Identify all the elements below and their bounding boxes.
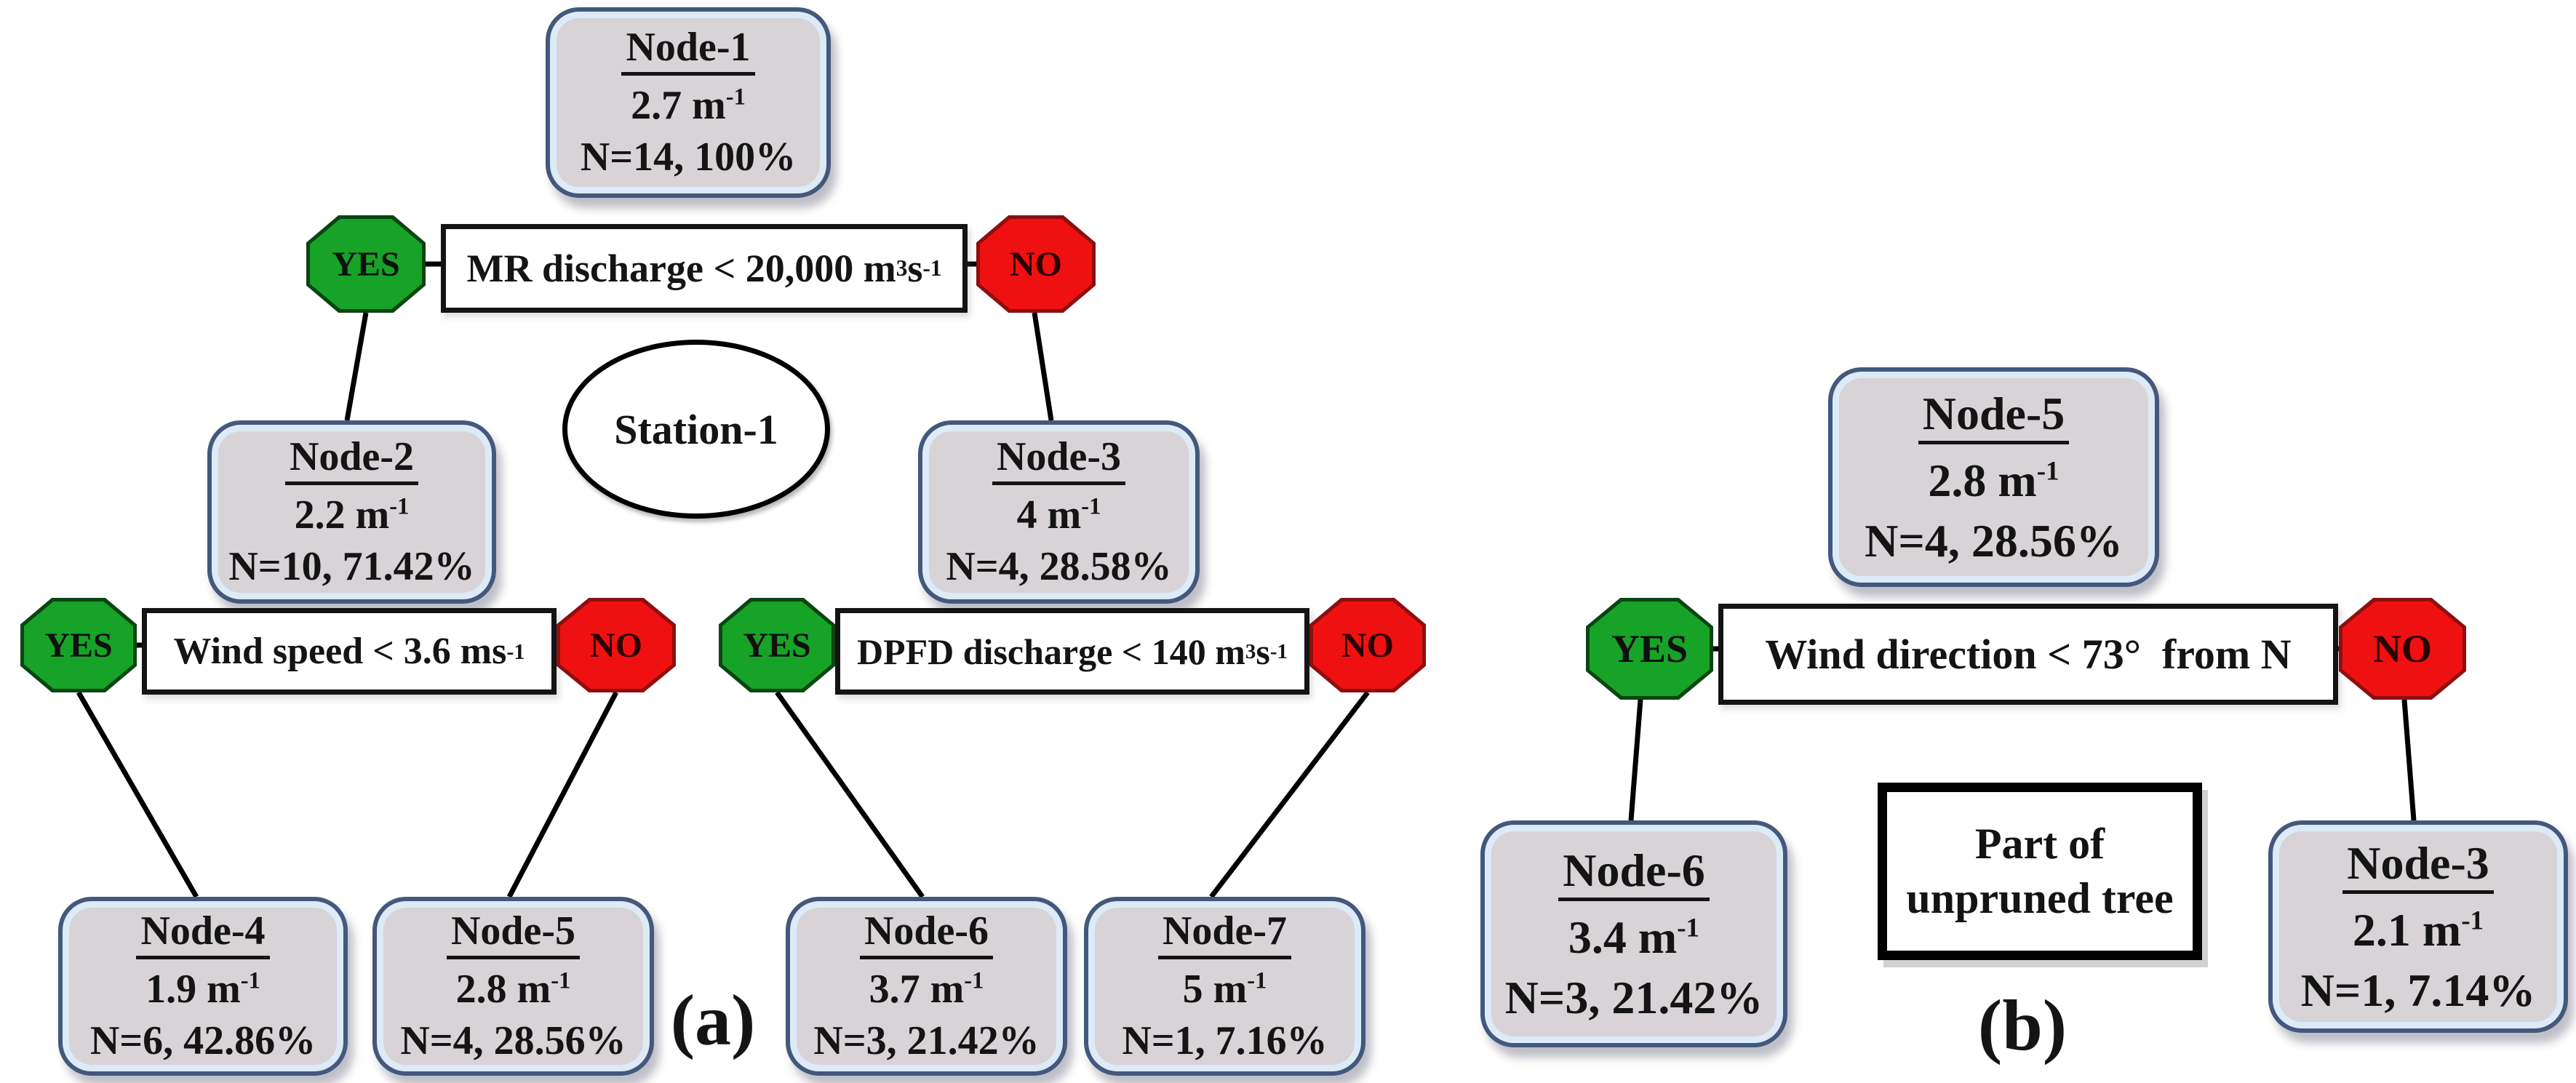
- node-value: 3.4 m-1: [1568, 911, 1700, 963]
- node-title: Node-3: [992, 436, 1126, 486]
- tree-a-node-6: Node-6 3.7 m-1 N=3, 21.42%: [786, 897, 1067, 1076]
- node-count: N=4, 28.56%: [1865, 515, 2123, 567]
- node-count: N=3, 21.42%: [1504, 972, 1763, 1024]
- condition-text: s: [1256, 631, 1270, 672]
- tree-a-node-1: Node-1 2.7 m-1 N=14, 100%: [546, 7, 831, 198]
- tree-a-node-4: Node-4 1.9 m-1 N=6, 42.86%: [58, 897, 348, 1076]
- tree-b-node-5: Node-5 2.8 m-1 N=4, 28.56%: [1828, 367, 2159, 587]
- yes-label: YES: [310, 219, 422, 309]
- yes-octagon: YES: [719, 598, 835, 692]
- yes-label: YES: [1590, 602, 1710, 696]
- node-value: 2.8 m-1: [455, 967, 571, 1012]
- no-label: NO: [560, 602, 672, 689]
- node-count: N=6, 42.86%: [89, 1018, 316, 1063]
- superscript: -1: [725, 84, 746, 111]
- node-title: Node-6: [859, 910, 994, 960]
- node-count: N=1, 7.14%: [2300, 964, 2536, 1017]
- node-value: 2.2 m-1: [294, 492, 410, 538]
- superscript: -1: [964, 967, 984, 994]
- superscript: -1: [2461, 906, 2484, 936]
- condition-text: Wind direction < 73° from N: [1765, 631, 2292, 678]
- condition-text: Wind speed < 3.6 ms: [173, 631, 507, 672]
- node-value: 4 m-1: [1016, 492, 1101, 538]
- no-octagon: NO: [1309, 598, 1426, 692]
- condition-wind-direction: Wind direction < 73° from N: [1718, 604, 2338, 705]
- unpruned-tree-note: Part of unpruned tree: [1878, 783, 2202, 960]
- yes-octagon: YES: [20, 598, 137, 692]
- superscript: -1: [1247, 967, 1267, 994]
- node-title: Node-5: [446, 910, 581, 960]
- no-octagon: NO: [557, 598, 676, 692]
- no-label: NO: [1313, 602, 1422, 689]
- node-title: Node-1: [621, 26, 755, 76]
- node-value: 5 m-1: [1182, 967, 1267, 1012]
- node-title: Node-2: [284, 436, 419, 486]
- node-value: 2.1 m-1: [2352, 903, 2484, 956]
- condition-text: MR discharge < 20,000 m: [466, 247, 896, 290]
- yes-label: YES: [722, 602, 832, 689]
- tree-a-node-3: Node-3 4 m-1 N=4, 28.58%: [918, 420, 1200, 604]
- node-value: 3.7 m-1: [869, 967, 984, 1012]
- superscript: -1: [240, 967, 260, 994]
- condition-wind-speed: Wind speed < 3.6 ms-1: [142, 608, 557, 695]
- note-line-2: unpruned tree: [1906, 874, 2174, 922]
- tree-a-node-7: Node-7 5 m-1 N=1, 7.16%: [1084, 897, 1365, 1076]
- node-title: Node-3: [2342, 839, 2494, 894]
- tree-a-node-2: Node-2 2.2 m-1 N=10, 71.42%: [207, 420, 496, 604]
- no-octagon: NO: [2339, 598, 2466, 700]
- node-title: Node-5: [1918, 389, 2070, 444]
- superscript: -1: [551, 967, 571, 994]
- station-label: Station-1: [614, 405, 778, 453]
- tree-b-node-3: Node-3 2.1 m-1 N=1, 7.14%: [2268, 820, 2568, 1033]
- node-value: 1.9 m-1: [145, 967, 260, 1012]
- superscript: -1: [389, 493, 410, 520]
- superscript: -1: [2036, 456, 2059, 487]
- node-count: N=3, 21.42%: [813, 1018, 1040, 1063]
- no-label: NO: [980, 219, 1092, 309]
- node-title: Node-4: [136, 910, 270, 960]
- no-octagon: NO: [976, 215, 1096, 313]
- node-count: N=4, 28.56%: [400, 1018, 626, 1063]
- no-label: NO: [2342, 602, 2463, 696]
- subfigure-label-a: (a): [670, 980, 756, 1060]
- node-count: N=10, 71.42%: [228, 543, 475, 589]
- node-count: N=4, 28.58%: [946, 543, 1172, 589]
- node-title: Node-7: [1157, 910, 1292, 960]
- yes-label: YES: [24, 602, 133, 689]
- note-line-1: Part of: [1974, 820, 2105, 868]
- superscript: -1: [1081, 493, 1101, 520]
- subfigure-label-b: (b): [1977, 985, 2067, 1066]
- node-value: 2.8 m-1: [1928, 454, 2059, 506]
- condition-text: s: [907, 247, 923, 290]
- node-count: N=1, 7.16%: [1122, 1018, 1328, 1063]
- superscript: -1: [1677, 913, 1700, 943]
- node-value: 2.7 m-1: [631, 83, 746, 129]
- node-title: Node-6: [1558, 846, 1710, 901]
- tree-b-node-6: Node-6 3.4 m-1 N=3, 21.42%: [1480, 820, 1787, 1047]
- station-ellipse: Station-1: [562, 340, 830, 519]
- condition-text: DPFD discharge < 140 m: [856, 631, 1245, 672]
- tree-a-node-5: Node-5 2.8 m-1 N=4, 28.56%: [372, 897, 654, 1076]
- node-count: N=14, 100%: [580, 134, 797, 180]
- yes-octagon: YES: [1586, 598, 1713, 700]
- yes-octagon: YES: [306, 215, 426, 313]
